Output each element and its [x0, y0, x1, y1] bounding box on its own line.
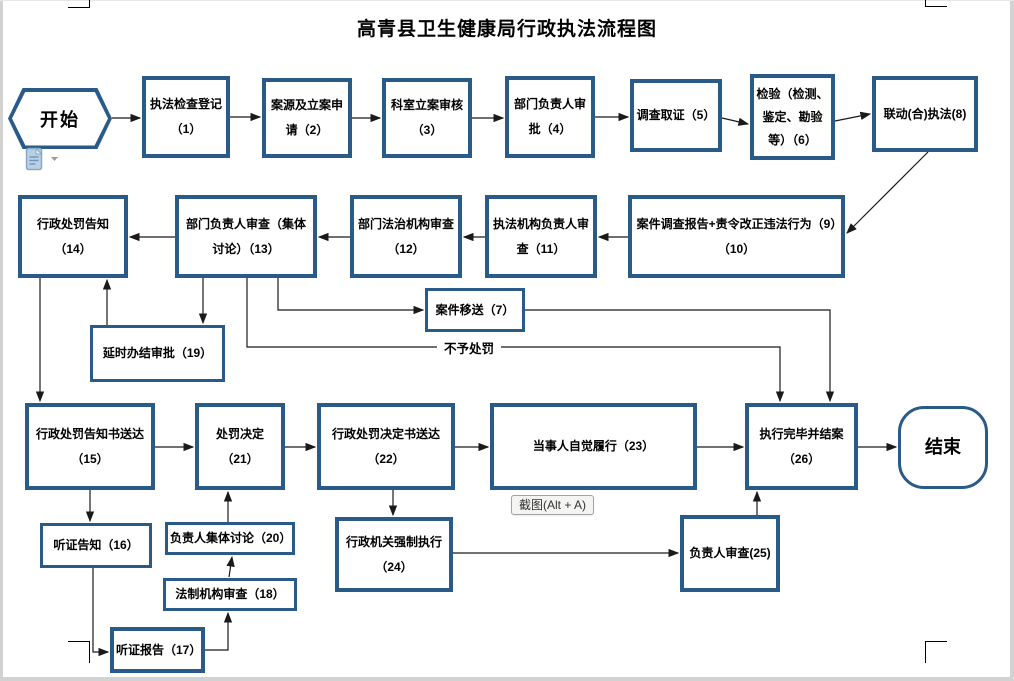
crop-mark-bottom-left [68, 641, 90, 663]
node-step-3[interactable]: 科室立案审核（3） [382, 78, 472, 158]
node-step-23[interactable]: 当事人自觉履行（23） [490, 403, 697, 490]
node-step-14[interactable]: 行政处罚告知（14） [18, 195, 128, 278]
clipboard-paste-icon [25, 147, 43, 171]
node-step-12[interactable]: 部门法治机构审查（12） [350, 195, 462, 278]
edge-label-no-penalty: 不予处罚 [437, 338, 502, 357]
node-step-18[interactable]: 法制机构审查（18） [163, 578, 297, 611]
node-step-22[interactable]: 行政处罚决定书送达（22） [317, 403, 455, 490]
page-top-edge [0, 0, 1014, 1]
page-bottom-edge [0, 677, 1014, 681]
page-left-edge [0, 0, 3, 681]
node-step-13[interactable]: 部门负责人审查（集体讨论）（13） [175, 195, 317, 278]
node-step-26[interactable]: 执行完毕并结案（26） [745, 403, 858, 490]
node-step-8[interactable]: 联动(合)执法(8) [872, 76, 978, 152]
node-step-21[interactable]: 处罚决定（21） [195, 403, 285, 490]
node-step-11[interactable]: 执法机构负责人审查（11） [485, 195, 597, 278]
node-step-5[interactable]: 调查取证（5） [630, 79, 722, 152]
chevron-down-icon [51, 157, 58, 161]
node-step-19[interactable]: 延时办结审批（19） [90, 325, 225, 382]
node-step-25[interactable]: 负责人审查(25) [680, 515, 780, 592]
crop-mark-top-left [68, 0, 90, 8]
node-step-4[interactable]: 部门负责人审批（4） [505, 76, 595, 158]
node-step-20[interactable]: 负责人集体讨论（20） [165, 522, 295, 555]
node-step-6[interactable]: 检验（检测、鉴定、勘验等）（6） [750, 74, 835, 160]
node-start-label: 开始 [12, 91, 108, 146]
node-step-1[interactable]: 执法检查登记（1） [142, 76, 230, 158]
crop-mark-bottom-right [925, 641, 947, 663]
page-title: 高青县卫生健康局行政执法流程图 [356, 19, 657, 40]
node-step-2[interactable]: 案源及立案申请（2） [262, 78, 352, 158]
page-right-edge [1010, 0, 1014, 681]
node-step-16[interactable]: 听证告知（16） [40, 523, 152, 568]
node-start[interactable]: 开始 [8, 88, 112, 149]
node-step-15[interactable]: 行政处罚告知书送达（15） [25, 403, 155, 490]
node-step-24[interactable]: 行政机关强制执行（24） [335, 517, 453, 592]
node-step-17[interactable]: 听证报告（17） [110, 627, 205, 673]
node-step-7[interactable]: 案件移送（7） [425, 288, 525, 332]
paste-options-button[interactable] [25, 147, 65, 173]
crop-mark-top-right [925, 0, 947, 7]
screenshot-tooltip: 截图(Alt + A) [511, 495, 595, 515]
node-step-9-10[interactable]: 案件调查报告+责令改正违法行为（9）（10） [628, 195, 845, 278]
node-end[interactable]: 结束 [898, 406, 988, 489]
